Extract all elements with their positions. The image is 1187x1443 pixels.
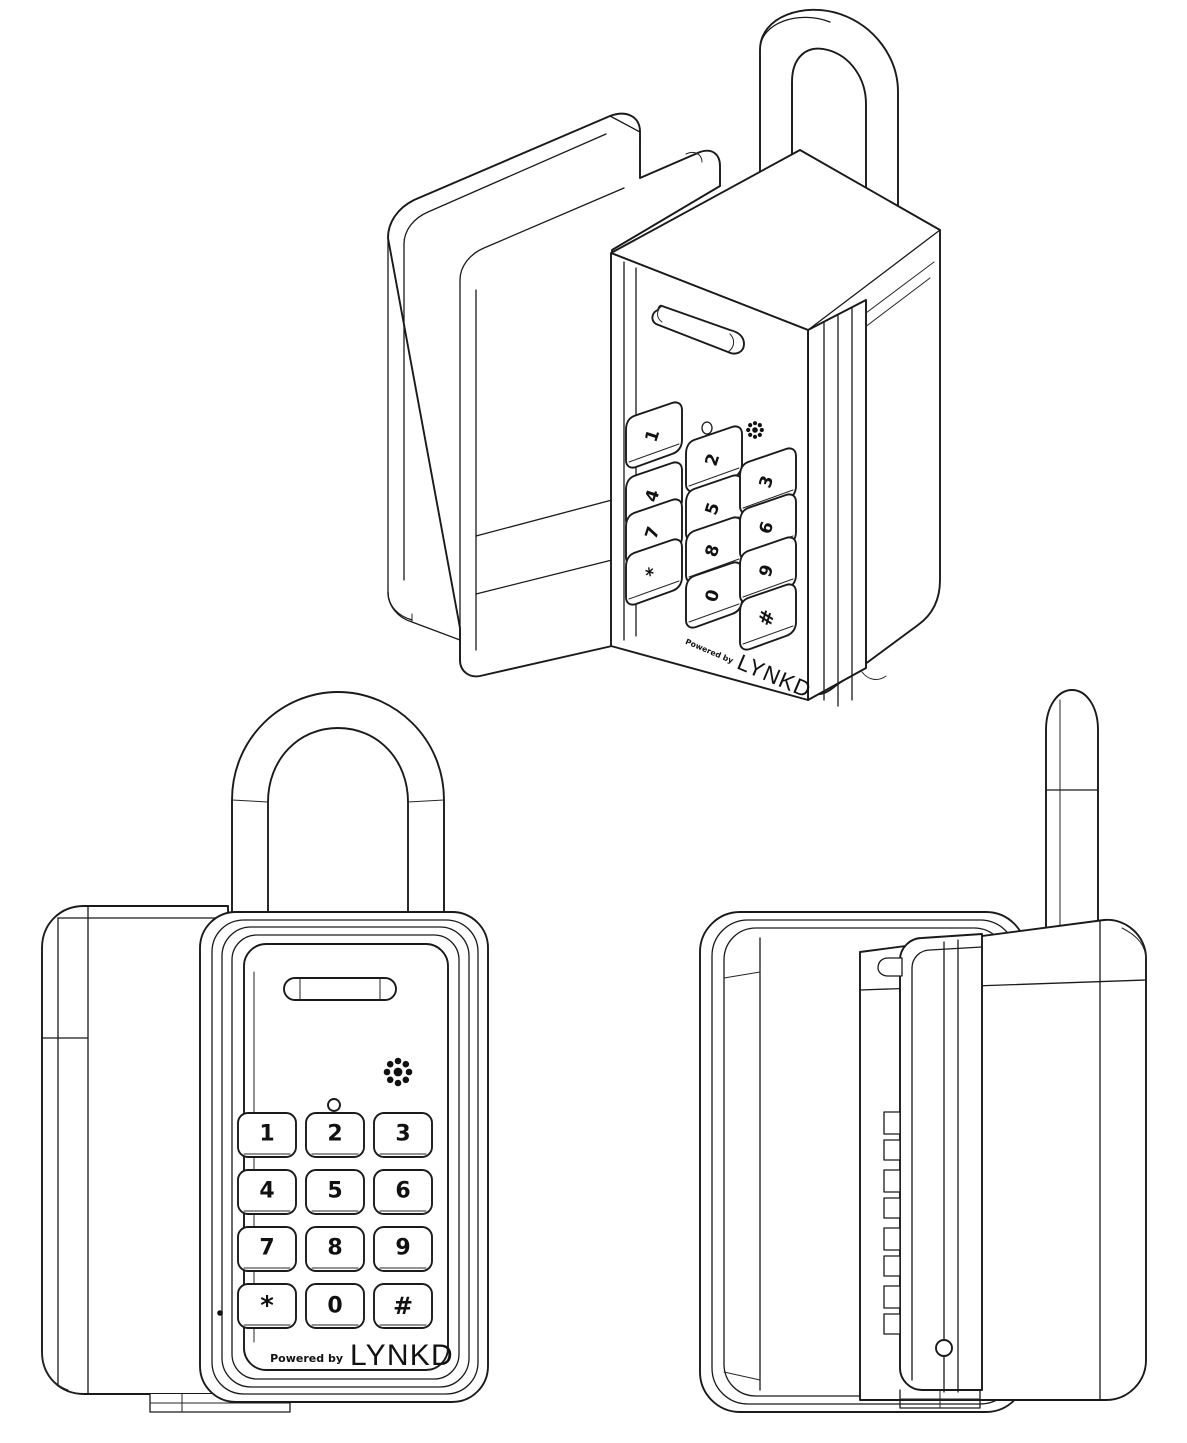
key-label: 5 — [702, 500, 725, 517]
key-label: 1 — [259, 1122, 274, 1147]
card-slot — [283, 977, 397, 1001]
key-label: 3 — [395, 1122, 410, 1147]
key-label: 3 — [756, 473, 779, 490]
branding-front: Powered by LYNKD — [270, 1339, 454, 1372]
brand-prefix: Powered by — [270, 1352, 343, 1365]
key-label: 7 — [259, 1236, 274, 1261]
bottom-seam — [899, 1389, 981, 1409]
key-front[interactable]: # — [373, 1283, 433, 1329]
shackle — [231, 691, 445, 933]
key-label: 4 — [259, 1179, 274, 1204]
key-label: 2 — [327, 1122, 342, 1147]
key-label: # — [754, 607, 780, 629]
key-label: 8 — [702, 542, 725, 559]
key-front[interactable]: 0 — [305, 1283, 365, 1329]
key-label: 9 — [395, 1236, 410, 1261]
key-label: * — [260, 1291, 274, 1321]
key-label: 2 — [702, 451, 725, 468]
key-front[interactable]: 9 — [373, 1226, 433, 1272]
key-label: 7 — [642, 524, 665, 541]
hinged-cover — [387, 112, 721, 678]
keypad-isometric: 1 4 7 * 2 — [625, 401, 797, 651]
gear-icon — [746, 421, 764, 439]
key-label: 0 — [327, 1294, 342, 1319]
key-front[interactable]: 2 — [305, 1112, 365, 1158]
keypad-front: 1 2 3 4 5 — [237, 1112, 433, 1329]
key-label: 9 — [756, 562, 779, 579]
key-isometric: * — [625, 538, 683, 606]
key-front[interactable]: 7 — [237, 1226, 297, 1272]
key-label: 8 — [327, 1236, 342, 1261]
lockbox-body — [610, 149, 941, 707]
key-front[interactable]: 8 — [305, 1226, 365, 1272]
key-front[interactable]: 5 — [305, 1169, 365, 1215]
key-label: 5 — [327, 1179, 342, 1204]
keypad-faceplate — [877, 933, 983, 1393]
view-side — [699, 689, 1147, 1413]
brand-name: LYNKD — [350, 1339, 454, 1372]
key-profile-edges — [883, 1111, 901, 1335]
status-led — [327, 1098, 341, 1112]
key-label: # — [393, 1292, 413, 1320]
key-label: 1 — [642, 427, 665, 444]
status-led — [701, 421, 713, 435]
gear-icon — [383, 1057, 413, 1087]
key-label: 6 — [756, 519, 779, 536]
antenna — [1045, 689, 1099, 936]
key-front[interactable]: 4 — [237, 1169, 297, 1215]
card-slot — [651, 304, 745, 355]
view-isometric: 1 4 7 * 2 — [387, 8, 941, 707]
key-front[interactable]: * — [237, 1283, 297, 1329]
key-front[interactable]: 3 — [373, 1112, 433, 1158]
key-label: 6 — [395, 1179, 410, 1204]
key-isometric: 1 — [625, 401, 683, 469]
key-front[interactable]: 6 — [373, 1169, 433, 1215]
key-front[interactable]: 1 — [237, 1112, 297, 1158]
alignment-dot — [217, 1310, 223, 1316]
lockbox-body — [41, 905, 291, 1413]
key-isometric: # — [739, 583, 797, 651]
screw-hole — [935, 1339, 953, 1357]
view-front: 1 2 3 4 5 — [41, 691, 489, 1413]
